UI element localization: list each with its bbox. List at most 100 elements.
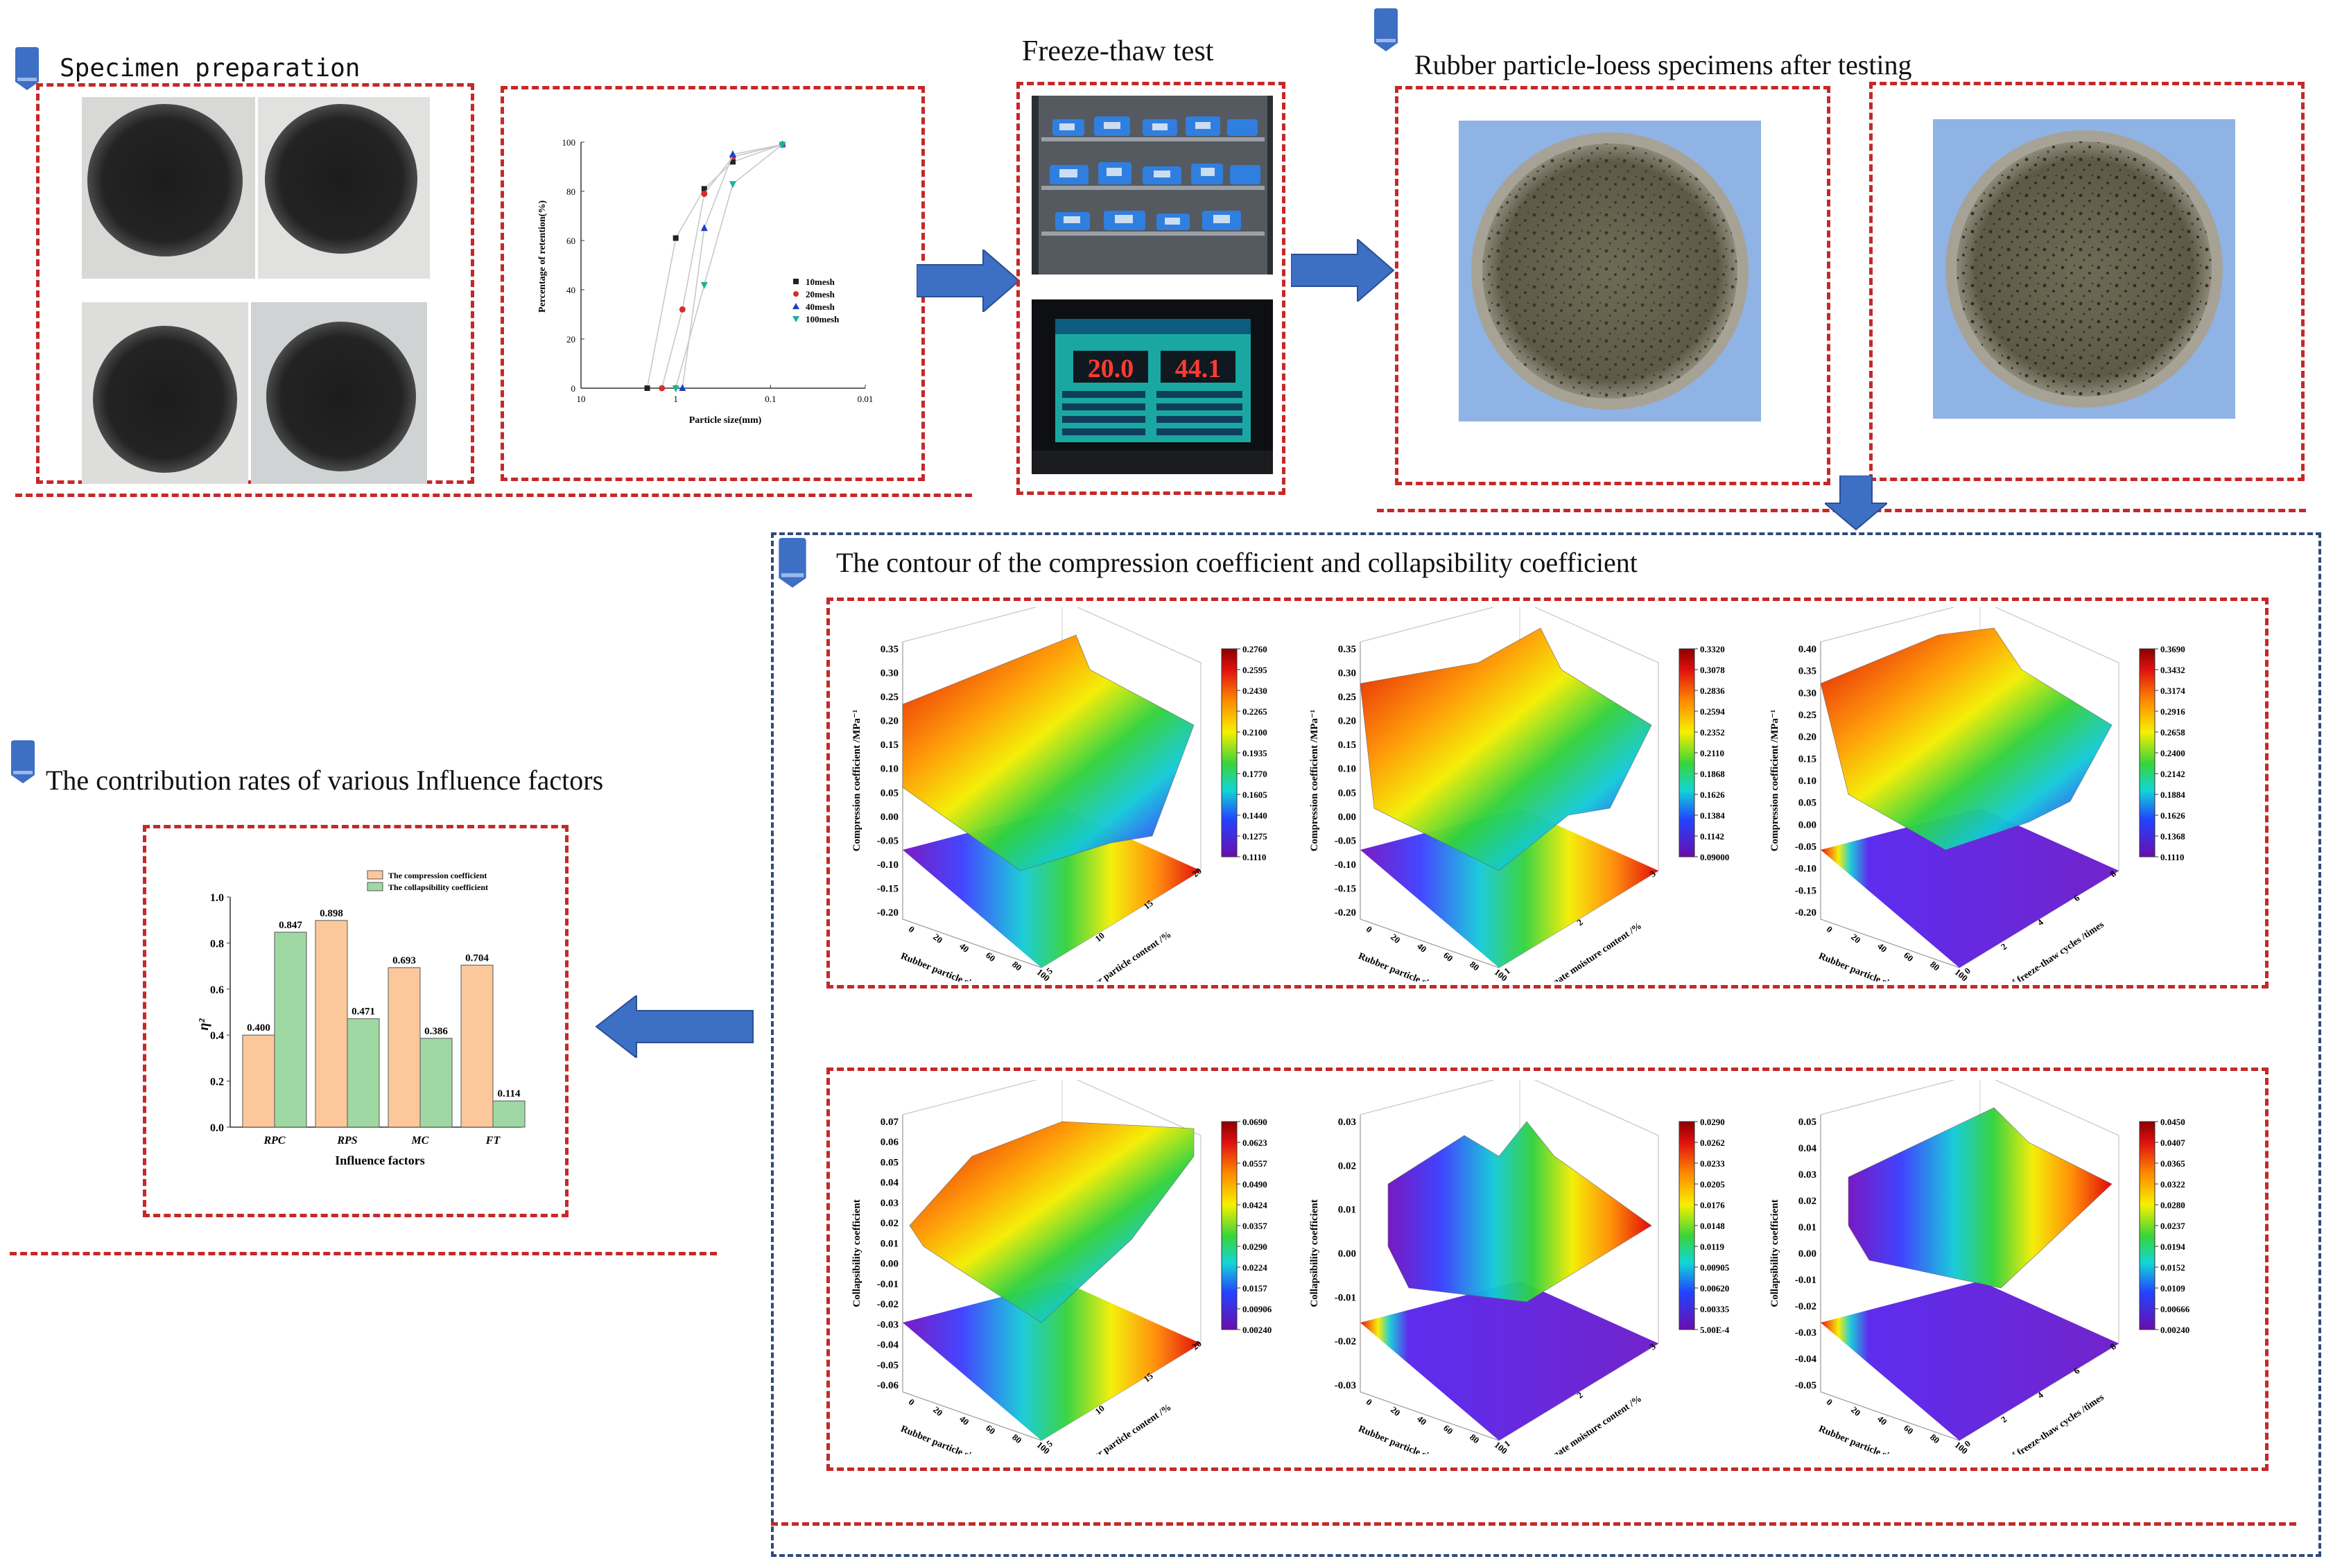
contour-z-tick: 0.35 [1798, 666, 1816, 677]
arrow-left-icon [595, 995, 754, 1058]
contour-z-tick: 0.03 [1798, 1169, 1816, 1181]
contour-x-tick: 0 [1825, 924, 1835, 935]
rubber-photo-20mesh [258, 97, 430, 279]
contour-surface [909, 1121, 1195, 1323]
bar-y-tick: 0.2 [210, 1077, 224, 1088]
contour-scale-tick: 0.0690 [1242, 1117, 1267, 1127]
contribution-title: The contribution rates of various Influe… [46, 765, 604, 796]
contour-z-tick: 0.10 [1798, 776, 1816, 787]
humidity-readout: 44.1 [1175, 354, 1222, 383]
gradation-legend-marker [793, 291, 799, 297]
contour-surface [1387, 1121, 1652, 1303]
contour-scale-tick: 0.0623 [1242, 1138, 1267, 1148]
contour-color-scale [2139, 648, 2156, 857]
gradation-y-tick: 40 [566, 285, 575, 295]
contour-z-tick: 0.05 [881, 787, 899, 799]
bar-category-label: RPS [336, 1135, 357, 1147]
bar-legend-label: The compression coefficient [388, 871, 487, 880]
contour-scale-tick: 0.0365 [2160, 1158, 2185, 1169]
contour-scale-tick: 0.1626 [2160, 810, 2185, 821]
after-testing-title: Rubber particle-loess specimens after te… [1414, 49, 1912, 80]
contour-z-tick: 0.05 [1798, 798, 1816, 809]
rubber-photo-10mesh [82, 97, 255, 279]
contour-z-tick: -0.06 [877, 1380, 899, 1391]
gradation-point-100mesh [729, 181, 736, 189]
contour-floor-projection [1821, 808, 2119, 968]
bar-value-label: 0.114 [498, 1088, 521, 1099]
gradation-x-tick: 0.01 [858, 394, 874, 404]
bookmark-icon [15, 47, 39, 90]
gradation-ylabel: Percentage of retention(%) [537, 200, 548, 313]
bar-y-tick: 0.0 [210, 1122, 224, 1134]
gradation-point-20mesh [679, 306, 686, 313]
gradation-legend-label: 40mesh [806, 302, 835, 312]
contour-z-tick: 0.05 [1798, 1117, 1816, 1128]
contour-scale-tick: 0.1384 [1700, 810, 1725, 821]
gradation-x-tick: 1 [673, 394, 678, 404]
contour-z-tick: -0.01 [1795, 1275, 1816, 1286]
contour-scale-tick: 0.00906 [1242, 1304, 1272, 1314]
gradation-point-40mesh [700, 224, 708, 232]
contour-z-tick: -0.05 [1335, 835, 1356, 846]
bar-value-label: 0.400 [247, 1022, 270, 1034]
contour-scale-tick: 0.0152 [2160, 1262, 2185, 1273]
contour-frame [1360, 1080, 1659, 1343]
contour-z-tick: 0.04 [1798, 1143, 1817, 1154]
divider-line [15, 494, 972, 497]
contour-scale-tick: 0.1868 [1700, 769, 1725, 779]
contour-z-label: Collapsibility coefficient [1309, 1199, 1320, 1307]
contour-z-tick: 0.06 [881, 1137, 899, 1148]
contour-z-tick: 0.35 [881, 644, 899, 655]
contour-plot-row2-3: 0.050.040.030.020.010.00-0.01-0.02-0.03-… [1769, 1080, 2190, 1454]
contour-scale-tick: 0.2142 [2160, 769, 2185, 779]
contour-z-tick: 0.02 [1338, 1160, 1356, 1171]
contour-plot-row1-2: 0.350.300.250.200.150.100.050.00-0.05-0.… [1309, 607, 1729, 982]
contour-scale-tick: 0.0237 [2160, 1221, 2185, 1231]
freeze-chamber-photo [1032, 96, 1273, 275]
contour-z-tick: 0.01 [1338, 1205, 1356, 1216]
bar-RPC-collapsibility [274, 932, 307, 1128]
contour-scale-tick: 0.0490 [1242, 1179, 1267, 1190]
arrow-right-icon [1291, 239, 1395, 302]
contour-scale-tick: 0.0407 [2160, 1138, 2185, 1148]
gradation-y-tick: 60 [566, 236, 575, 246]
gradation-legend-marker [793, 279, 799, 284]
contour-plot-row2-1: 0.070.060.050.040.030.020.010.00-0.01-0.… [851, 1080, 1272, 1454]
contour-z-tick: 0.01 [1798, 1222, 1816, 1233]
contour-scale-tick: 0.3432 [2160, 665, 2185, 675]
contour-scale-tick: 0.1110 [1242, 852, 1266, 862]
contour-z-tick: -0.03 [1335, 1380, 1356, 1391]
bar-MC-compression [388, 967, 421, 1128]
contour-scale-tick: 0.1626 [1700, 790, 1725, 800]
contour-z-tick: -0.15 [1335, 883, 1356, 894]
contour-z-tick: 0.40 [1798, 644, 1816, 655]
contour-scale-tick: 0.0424 [1242, 1200, 1267, 1210]
contour-z-label: Compression coefficient /MPa⁻¹ [1769, 710, 1780, 852]
contour-scale-tick: 0.0119 [1700, 1242, 1725, 1252]
contour-scale-tick: 0.0280 [2160, 1200, 2185, 1210]
contour-z-tick: 0.00 [881, 1259, 899, 1270]
gradation-point-40mesh [679, 384, 686, 391]
contour-scale-tick: 0.2836 [1700, 686, 1725, 696]
contour-z-tick: 0.00 [881, 812, 899, 823]
freeze-thaw-title: Freeze-thaw test [1022, 35, 1214, 67]
contour-z-tick: 0.15 [1338, 740, 1356, 751]
gradation-x-tick: 10 [577, 394, 586, 404]
specimen-photo-box-2 [1869, 82, 2305, 481]
bar-FT-compression [460, 964, 494, 1128]
gradation-legend-marker [792, 316, 799, 322]
controller-display-photo: 20.0 44.1 [1032, 299, 1273, 474]
contour-scale-tick: 0.00620 [1700, 1283, 1729, 1293]
gradation-xlabel: Particle size(mm) [689, 415, 762, 426]
contour-scale-tick: 0.0357 [1242, 1221, 1267, 1231]
contour-floor-projection [903, 1281, 1201, 1440]
contour-z-tick: 0.20 [1798, 732, 1816, 743]
contour-scale-tick: 0.2265 [1242, 706, 1267, 717]
gradation-legend-label: 20mesh [806, 289, 835, 299]
contour-z-tick: -0.02 [1335, 1336, 1356, 1348]
contour-scale-tick: 0.0194 [2160, 1242, 2185, 1252]
specimen-photo-box-1 [1395, 86, 1830, 485]
contour-floor-projection [903, 808, 1201, 968]
contour-x-tick: 0 [907, 1397, 917, 1408]
contour-x-tick: 0 [1825, 1397, 1835, 1408]
